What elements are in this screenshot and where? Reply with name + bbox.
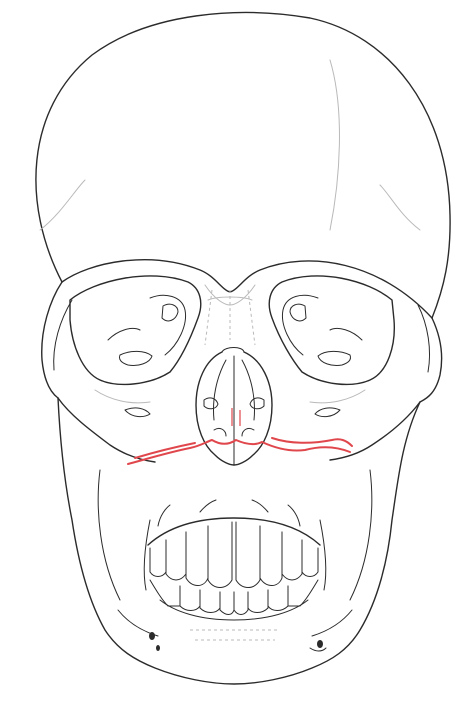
- mental-foramina: [149, 632, 326, 651]
- right-orbit: [269, 276, 394, 384]
- brow-ridge: [62, 260, 432, 318]
- left-orbit: [70, 276, 201, 384]
- fracture-line: [128, 408, 352, 464]
- cranium: [36, 13, 450, 318]
- upper-teeth: [148, 500, 320, 588]
- lower-teeth: [150, 580, 318, 640]
- nasal-bones: [205, 290, 255, 345]
- nasal-aperture: [196, 348, 272, 466]
- cheekbones: [58, 390, 420, 462]
